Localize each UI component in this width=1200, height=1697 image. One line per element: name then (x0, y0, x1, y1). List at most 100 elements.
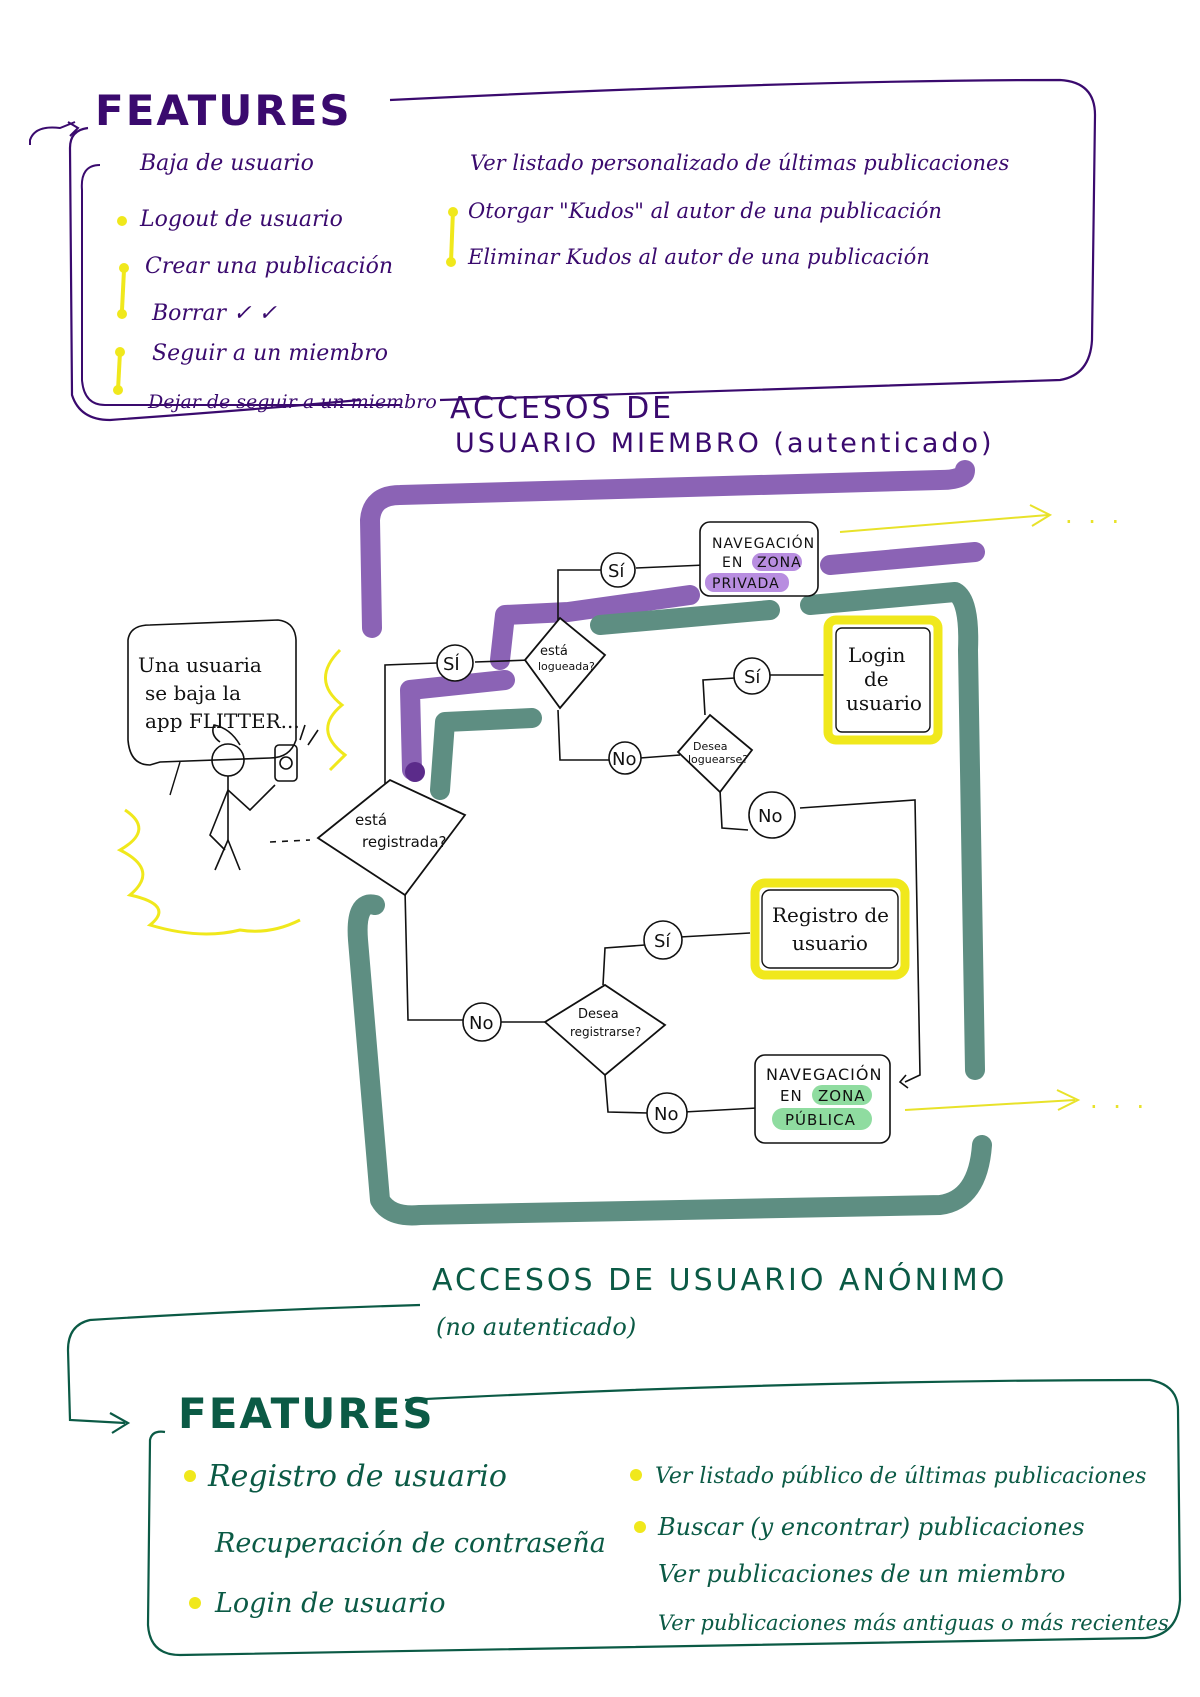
bullet-icon (448, 207, 458, 217)
bullet-icon (446, 257, 456, 267)
feature-recuperacion-contrasena: Recuperación de contraseña (214, 1528, 606, 1559)
member-features-panel: FEATURES Baja de usuario Logout de usuar… (29, 78, 1097, 422)
feature-publicaciones-miembro: Ver publicaciones de un miembro (658, 1560, 1065, 1588)
svg-text:está: está (540, 644, 568, 659)
login-user-box: Login de usuario (823, 615, 943, 745)
answer-no-login: No (748, 791, 796, 839)
decision-wants-register: Desea registrarse? (543, 983, 667, 1077)
excitement-zigzag-icon (324, 648, 348, 772)
anon-access-label-line1: ACCESOS DE USUARIO ANÓNIMO (432, 1261, 1007, 1298)
bullet-connector-icon (120, 269, 126, 311)
decision-is-logged-in: está logueada? (523, 616, 607, 710)
feature-registro-usuario: Registro de usuario (207, 1459, 507, 1494)
member-zone-end-dot-icon (405, 762, 425, 782)
bullet-icon (113, 385, 123, 395)
public-exit-arrow-icon (904, 1089, 1081, 1111)
member-access-label-line2: USUARIO MIEMBRO (autenticado) (455, 428, 995, 459)
bullet-icon (117, 216, 127, 226)
anonymous-features-panel: FEATURES Registro de usuario Recuperació… (66, 1303, 1182, 1657)
svg-text:EN: EN (780, 1087, 803, 1105)
bullet-icon (115, 347, 125, 357)
private-exit-arrow-icon (839, 504, 1053, 533)
svg-text:app FLITTER...: app FLITTER... (145, 709, 300, 733)
svg-text:NAVEGACIÓN: NAVEGACIÓN (712, 534, 815, 552)
feature-baja-usuario: Baja de usuario (139, 151, 314, 176)
bullet-icon (189, 1597, 201, 1609)
member-features-title: FEATURES (95, 86, 352, 135)
feature-listado-personalizado: Ver listado personalizado de últimas pub… (470, 151, 1009, 175)
svg-text:Sí: Sí (654, 931, 671, 952)
answer-yes-login: Sí (733, 657, 771, 695)
feature-borrar: Borrar ✓ ✓ (151, 301, 277, 326)
private-exit-ellipsis: . . . (1065, 501, 1123, 529)
anonymous-zone-boundary (347, 582, 992, 1226)
feature-login-usuario: Login de usuario (214, 1588, 445, 1619)
svg-text:ZONA: ZONA (818, 1087, 866, 1105)
svg-text:Login: Login (848, 643, 906, 667)
member-access-label-line1: ACCESOS DE (450, 391, 674, 426)
svg-text:PRIVADA: PRIVADA (712, 576, 780, 592)
svg-text:PÚBLICA: PÚBLICA (785, 1110, 856, 1129)
svg-text:No: No (612, 749, 636, 770)
svg-text:usuario: usuario (792, 931, 868, 955)
feature-listado-publico: Ver listado público de últimas publicaci… (655, 1464, 1146, 1489)
person-figure-icon (209, 724, 319, 871)
svg-text:de: de (864, 667, 889, 691)
svg-text:se baja la: se baja la (145, 681, 241, 705)
anon-features-outline (146, 1378, 1182, 1657)
feature-buscar-publicaciones: Buscar (y encontrar) publicaciones (657, 1513, 1085, 1541)
svg-text:ZONA: ZONA (757, 555, 802, 571)
feature-crear-publicacion: Crear una publicación (145, 254, 393, 279)
svg-text:Registro de: Registro de (772, 903, 889, 927)
svg-text:Desea: Desea (693, 740, 727, 753)
svg-text:No: No (469, 1013, 493, 1034)
anon-features-title: FEATURES (178, 1389, 435, 1438)
member-features-outline (68, 78, 1097, 422)
svg-text:No: No (758, 806, 782, 827)
svg-text:SÍ: SÍ (443, 653, 460, 675)
svg-text:logueada?: logueada? (538, 660, 595, 673)
svg-text:Sí: Sí (744, 667, 761, 688)
svg-text:No: No (654, 1104, 678, 1125)
flow-connectors (269, 564, 921, 1114)
answer-no-logged: No (608, 741, 642, 775)
private-zone-navigation-box: NAVEGACIÓN EN ZONA PRIVADA (699, 521, 819, 597)
answer-yes-logged: Sí (600, 552, 636, 588)
svg-text:NAVEGACIÓN: NAVEGACIÓN (766, 1065, 882, 1084)
answer-no-registered: No (462, 1002, 502, 1042)
svg-text:EN: EN (722, 555, 743, 571)
bullet-icon (184, 1470, 196, 1482)
vibration-zigzag-icon (116, 808, 301, 936)
svg-text:Sí: Sí (608, 561, 625, 582)
feature-eliminar-kudos: Eliminar Kudos al autor de una publicaci… (467, 245, 930, 269)
svg-text:registrarse?: registrarse? (570, 1025, 641, 1039)
public-exit-ellipsis: . . . (1090, 1086, 1148, 1114)
decision-wants-login: Desea loguearse? (676, 713, 754, 794)
svg-text:está: está (355, 811, 387, 829)
member-arrow-icon (29, 121, 80, 145)
feature-logout-usuario: Logout de usuario (139, 207, 343, 232)
bullet-icon (117, 309, 127, 319)
feature-otorgar-kudos: Otorgar "Kudos" al autor de una publicac… (468, 199, 942, 223)
bullet-icon (634, 1521, 646, 1533)
feature-seguir-miembro: Seguir a un miembro (152, 341, 388, 366)
answer-yes-register: Sí (643, 920, 683, 960)
answer-yes-registered: SÍ (436, 644, 474, 682)
bullet-icon (119, 263, 129, 273)
bullet-connector-icon (116, 351, 122, 391)
register-user-box: Registro de usuario (750, 878, 910, 980)
anon-arrow-icon (66, 1303, 421, 1434)
member-zone-boundary (360, 460, 985, 780)
public-zone-navigation-box: NAVEGACIÓN EN ZONA PÚBLICA (754, 1054, 891, 1144)
answer-no-register: No (646, 1092, 688, 1134)
bullet-connector-icon (449, 209, 455, 263)
svg-text:registrada?: registrada? (362, 833, 447, 851)
speech-bubble: Una usuaria se baja la app FLITTER... (127, 619, 300, 796)
feature-publicaciones-antiguas: Ver publicaciones más antiguas o más rec… (658, 1611, 1169, 1635)
svg-text:Desea: Desea (578, 1007, 619, 1022)
svg-text:usuario: usuario (846, 691, 922, 715)
svg-text:loguearse?: loguearse? (688, 753, 748, 766)
anon-access-label-line2: (no autenticado) (436, 1313, 636, 1341)
bullet-icon (630, 1469, 642, 1481)
